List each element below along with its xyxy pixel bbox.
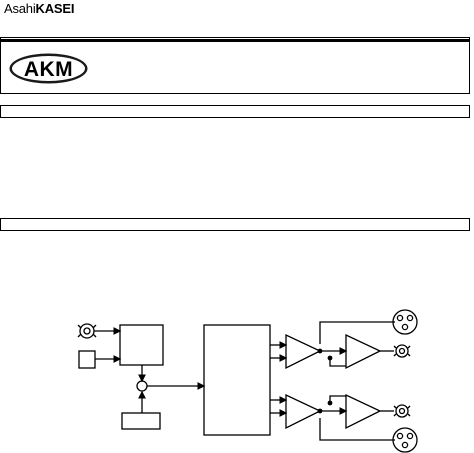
- lower-feedback-wire: [329, 395, 346, 403]
- upper-amp-2: [345, 333, 382, 370]
- header-top-rule: [1, 39, 469, 42]
- xlr-connector-upper-icon: [392, 309, 418, 335]
- xlr-connector-lower-icon: [392, 427, 418, 453]
- logo-ellipse-inner: [12, 56, 85, 81]
- lower-xlr-wire: [319, 418, 395, 441]
- section-bar-1: [0, 105, 470, 118]
- mixer-node: [136, 380, 148, 392]
- mic-input-jack-icon: [77, 323, 97, 339]
- input-block: [78, 350, 96, 369]
- section-bar-2: [0, 218, 470, 231]
- headphone-jack-lower-icon: [393, 404, 411, 418]
- brand-kasei: KASEI: [35, 1, 75, 16]
- preamp-block: [119, 324, 164, 366]
- processor-block: [203, 324, 271, 436]
- akm-logo: AKM: [9, 53, 88, 84]
- brand-asahi: Asahi: [4, 1, 36, 16]
- upper-xlr-wire: [319, 321, 395, 344]
- reference-block: [121, 412, 161, 430]
- lower-amp-2: [345, 393, 382, 430]
- upper-amp-1: [285, 333, 322, 370]
- company-brand: AsahiKASEI: [4, 1, 74, 17]
- logo-text: AKM: [24, 58, 73, 81]
- headphone-jack-upper-icon: [393, 344, 411, 358]
- upper-feedback-wire: [329, 358, 346, 367]
- datasheet-header: AKM: [0, 37, 470, 94]
- lower-amp-1: [285, 393, 322, 430]
- block-diagram: [77, 309, 418, 453]
